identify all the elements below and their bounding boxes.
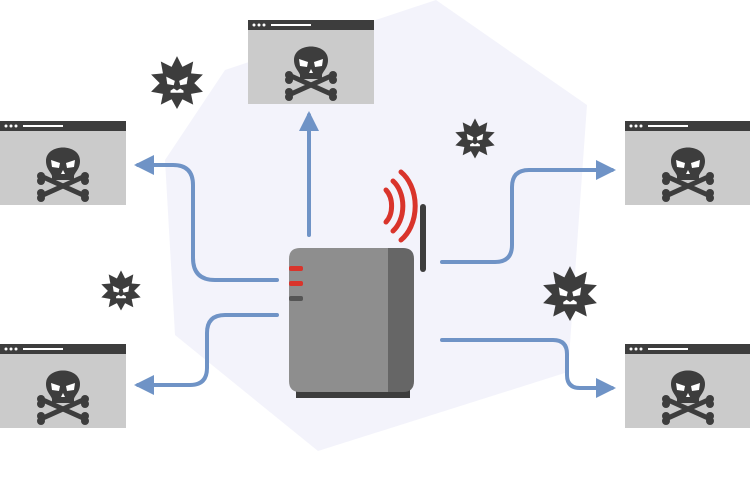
virus-icon: [101, 270, 141, 311]
virus-icon: [151, 56, 203, 109]
router-led: [289, 296, 303, 301]
router-led: [289, 281, 303, 286]
malicious-site-right-upper: [625, 121, 750, 205]
malicious-site-right-lower: [625, 344, 750, 428]
malicious-site-top: [248, 20, 374, 104]
wifi-signal-icon: [383, 169, 418, 243]
malicious-site-left-upper: [0, 121, 126, 205]
arrow-to-left-lower: [134, 313, 279, 395]
arrow-to-right-lower: [440, 338, 616, 398]
arrow-to-left-upper: [134, 155, 279, 282]
router-icon: [289, 204, 426, 398]
redirect-arrows: [134, 111, 616, 398]
arrow-to-right-upper: [440, 160, 616, 264]
router-led: [289, 266, 303, 271]
malicious-site-left-lower: [0, 344, 126, 428]
